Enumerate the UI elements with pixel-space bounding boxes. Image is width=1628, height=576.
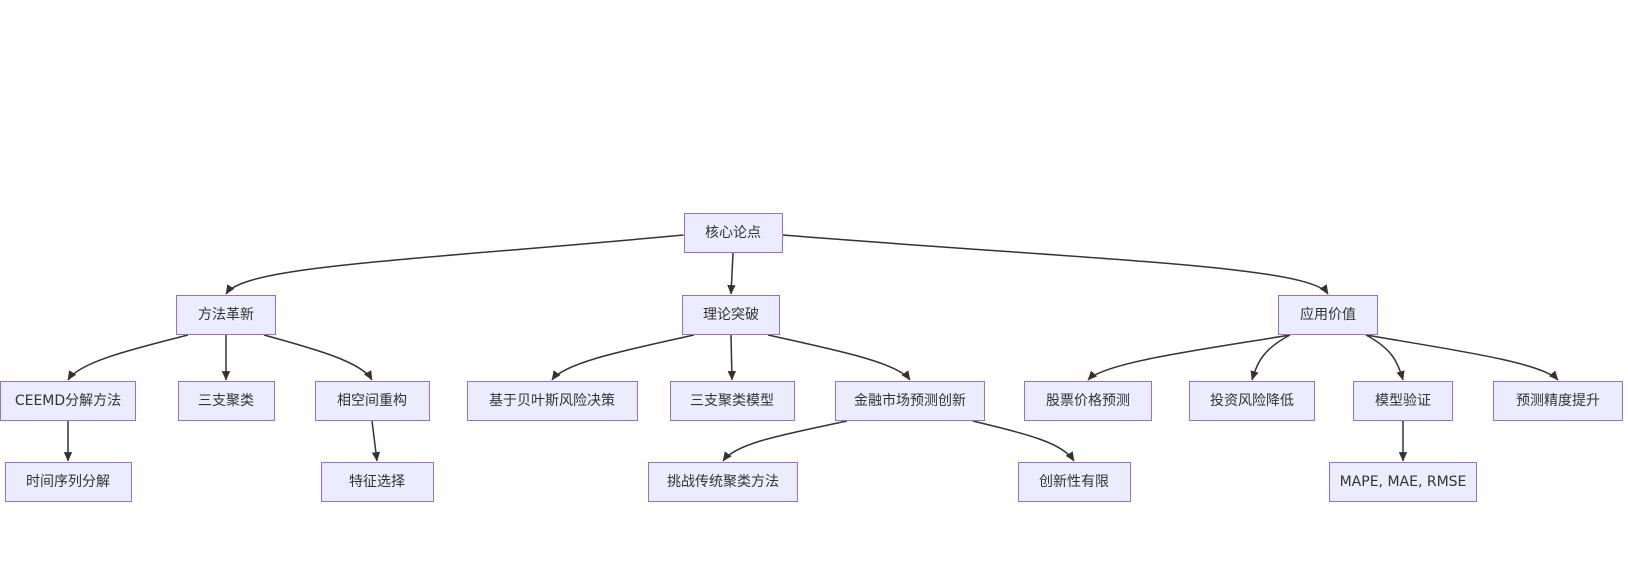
edge-fin-innov-to-challenge: [722, 420, 848, 462]
edge-method-to-ceemd: [67, 334, 189, 381]
node-bayes: 基于贝叶斯风险决策: [466, 381, 638, 421]
edge-value-to-stock: [1087, 334, 1291, 381]
edge-theory-to-fin-innov: [767, 334, 911, 381]
node-method: 方法革新: [176, 295, 276, 335]
edge-core-to-theory: [727, 252, 736, 295]
edge-theory-to-twc-model: [727, 334, 737, 381]
edge-core-to-method: [225, 234, 684, 295]
node-phase: 相空间重构: [314, 381, 430, 421]
node-ts-decomp: 时间序列分解: [4, 462, 132, 502]
edge-value-to-risk: [1250, 334, 1291, 381]
node-precision: 预测精度提升: [1493, 381, 1623, 421]
node-theory: 理论突破: [682, 295, 780, 335]
node-ceemd: CEEMD分解方法: [0, 381, 136, 421]
node-value: 应用价值: [1278, 295, 1378, 335]
edge-value-to-precision: [1365, 334, 1559, 381]
node-core: 核心论点: [683, 213, 783, 253]
node-twc-model: 三支聚类模型: [669, 381, 795, 421]
node-fin-innov: 金融市场预测创新: [835, 381, 985, 421]
edge-phase-to-feature: [371, 420, 381, 462]
node-risk: 投资风险降低: [1189, 381, 1315, 421]
node-feature: 特征选择: [320, 462, 434, 502]
node-limited: 创新性有限: [1017, 462, 1131, 502]
edge-value-to-model-valid: [1365, 334, 1405, 381]
edge-method-to-phase: [263, 334, 373, 381]
node-stock: 股票价格预测: [1024, 381, 1152, 421]
node-model-valid: 模型验证: [1353, 381, 1453, 421]
edge-core-to-value: [782, 234, 1329, 295]
edge-fin-innov-to-limited: [972, 420, 1075, 462]
node-challenge: 挑战传统聚类方法: [648, 462, 798, 502]
node-three-way: 三支聚类: [177, 381, 275, 421]
edge-theory-to-bayes: [551, 334, 695, 381]
node-metrics: MAPE, MAE, RMSE: [1329, 462, 1477, 502]
